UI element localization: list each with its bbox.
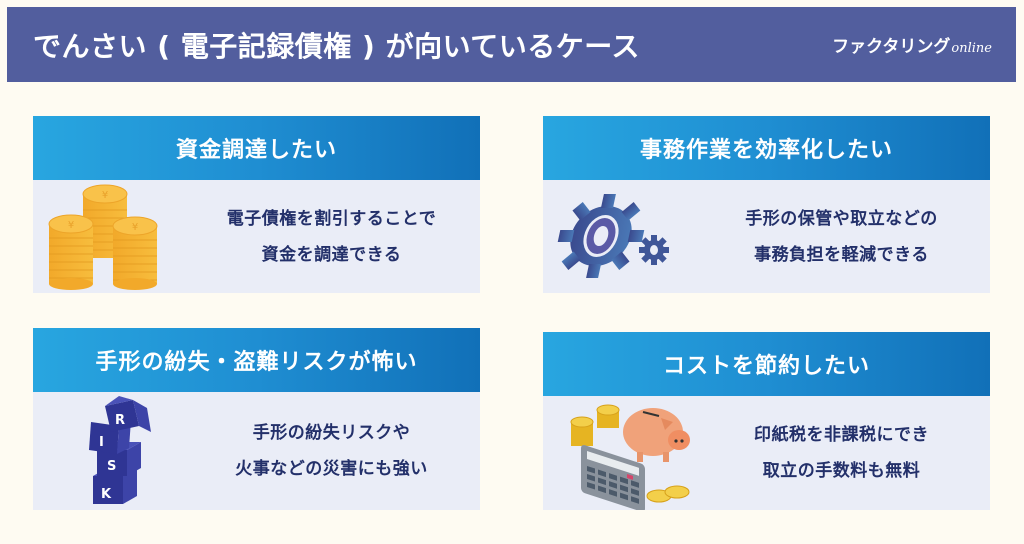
card-title: 資金調達したい bbox=[175, 138, 337, 163]
card-header: 事務作業を効率化したい bbox=[543, 116, 990, 180]
card-title: 事務作業を効率化したい bbox=[639, 138, 893, 163]
risk-letter-r: R bbox=[115, 413, 125, 428]
card-header: コストを節約したい bbox=[543, 332, 990, 396]
card-description: 電子債権を割引することで 資金を調達できる bbox=[193, 180, 470, 293]
logo-main-text: ファクタリング bbox=[832, 37, 951, 57]
description-line-1: 印紙税を非課税にでき bbox=[754, 425, 929, 445]
header-bar: でんさい ( 電子記録債権 ) が向いているケース ファクタリング online bbox=[7, 7, 1016, 82]
svg-text:¥: ¥ bbox=[102, 190, 108, 201]
case-card-efficiency: 事務作業を効率化したい bbox=[543, 116, 990, 293]
risk-letter-s: S bbox=[107, 459, 116, 474]
case-card-risk: 手形の紛失・盗難リスクが怖い K S I bbox=[33, 328, 480, 510]
card-header: 手形の紛失・盗難リスクが怖い bbox=[33, 328, 480, 392]
coin-stacks-icon: ¥ ¥ ¥ bbox=[48, 184, 158, 290]
svg-text:¥: ¥ bbox=[68, 220, 74, 231]
svg-text:¥: ¥ bbox=[132, 222, 138, 233]
card-body: K S I R 手形の紛失リスクや 火事などの災害にも強い bbox=[33, 392, 480, 510]
page-title: でんさい ( 電子記録債権 ) が向いているケース bbox=[33, 29, 640, 63]
piggy-bank-calculator-icon bbox=[570, 404, 690, 510]
description-line-1: 電子債権を割引することで bbox=[226, 208, 437, 229]
description-line-2: 事務負担を軽減できる bbox=[754, 244, 929, 265]
site-logo[interactable]: ファクタリング online bbox=[832, 32, 992, 57]
card-title: コストを節約したい bbox=[662, 354, 870, 379]
description-line-2: 火事などの災害にも強い bbox=[235, 459, 428, 479]
description-line-2: 資金を調達できる bbox=[261, 244, 402, 265]
logo-sub-text: online bbox=[951, 41, 992, 56]
risk-blocks-icon: K S I R bbox=[89, 396, 151, 504]
description-line-2: 取立の手数料も無料 bbox=[762, 461, 921, 481]
card-header: 資金調達したい bbox=[33, 116, 480, 180]
card-description: 手形の保管や取立などの 事務負担を軽減できる bbox=[703, 180, 980, 293]
case-card-cost: コストを節約したい bbox=[543, 332, 990, 510]
card-description: 手形の紛失リスクや 火事などの災害にも強い bbox=[193, 392, 470, 510]
description-line-1: 手形の保管や取立などの bbox=[745, 208, 938, 229]
card-body: ¥ ¥ ¥ 電子債権を割引することで 資金を調達できる bbox=[33, 180, 480, 293]
card-title: 手形の紛失・盗難リスクが怖い bbox=[95, 350, 418, 375]
description-line-1: 手形の紛失リスクや bbox=[252, 423, 411, 443]
card-body: 印紙税を非課税にでき 取立の手数料も無料 bbox=[543, 396, 990, 510]
card-body: 手形の保管や取立などの 事務負担を軽減できる bbox=[543, 180, 990, 293]
gears-icon bbox=[557, 194, 669, 278]
risk-letter-i: I bbox=[99, 435, 104, 450]
case-card-fundraising: 資金調達したい ¥ bbox=[33, 116, 480, 293]
risk-letter-k: K bbox=[101, 487, 112, 502]
card-description: 印紙税を非課税にでき 取立の手数料も無料 bbox=[703, 396, 980, 510]
